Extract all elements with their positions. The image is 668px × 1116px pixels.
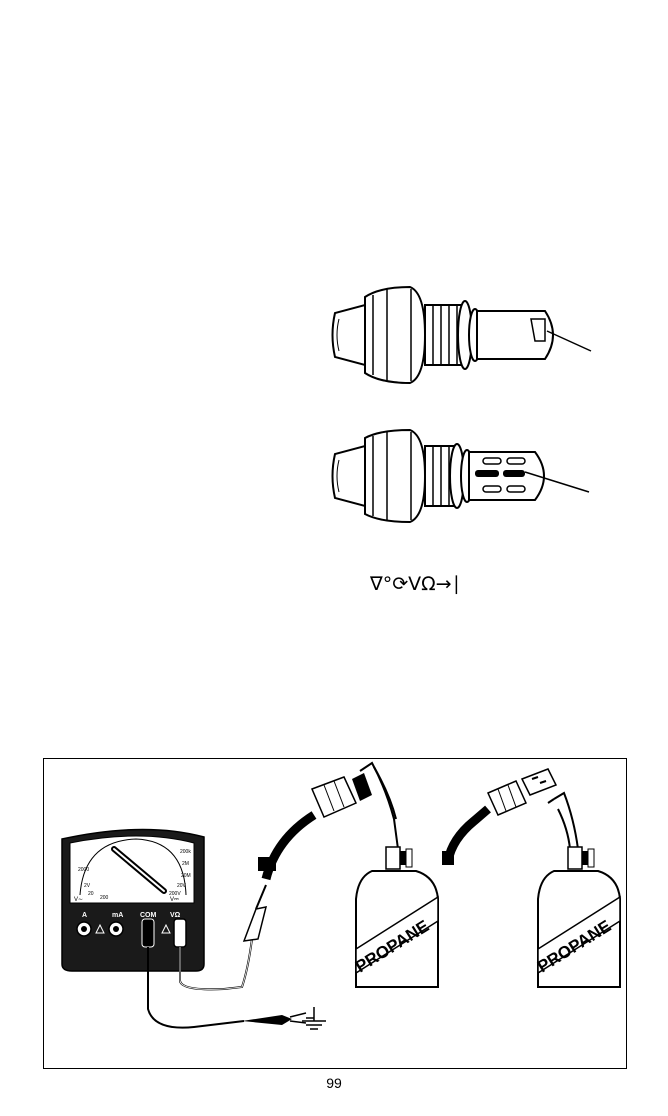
test-setup-panel: 200k 2M 20M 20V 200V 2V 200 20 2000 V∼ V… (43, 758, 627, 1069)
range-label: V∼ (74, 897, 83, 903)
range-label: 20 (88, 891, 94, 897)
jack-a-label: A (82, 912, 87, 919)
test-setup-illustration: 200k 2M 20M 20V 200V 2V 200 20 2000 V∼ V… (44, 759, 628, 1070)
range-label: 20M (181, 873, 191, 879)
range-label: 2000 (78, 867, 89, 873)
oxygen-sensor-thimble-illustration (325, 283, 595, 388)
range-label: 2M (182, 861, 189, 867)
jack-v-label: VΩ (170, 912, 181, 919)
meter-function-symbols: ∇°⟳VΩ→∣ (370, 570, 490, 598)
range-label: 20V (177, 883, 187, 889)
range-label: 200k (180, 849, 191, 855)
multimeter: 200k 2M 20M 20V 200V 2V 200 20 2000 V∼ V… (62, 829, 204, 971)
range-label: 200 (100, 895, 109, 901)
propane-tank: PROPANE (352, 871, 438, 987)
range-label: 2V (84, 883, 91, 889)
jack-ma-label: mA (112, 912, 123, 919)
propane-tank: PROPANE (534, 871, 620, 987)
jack-com-label: COM (140, 912, 157, 919)
range-label: V⎓ (170, 897, 179, 903)
page-number: 99 (0, 1075, 668, 1091)
oxygen-sensor-shielded-illustration (325, 428, 595, 526)
